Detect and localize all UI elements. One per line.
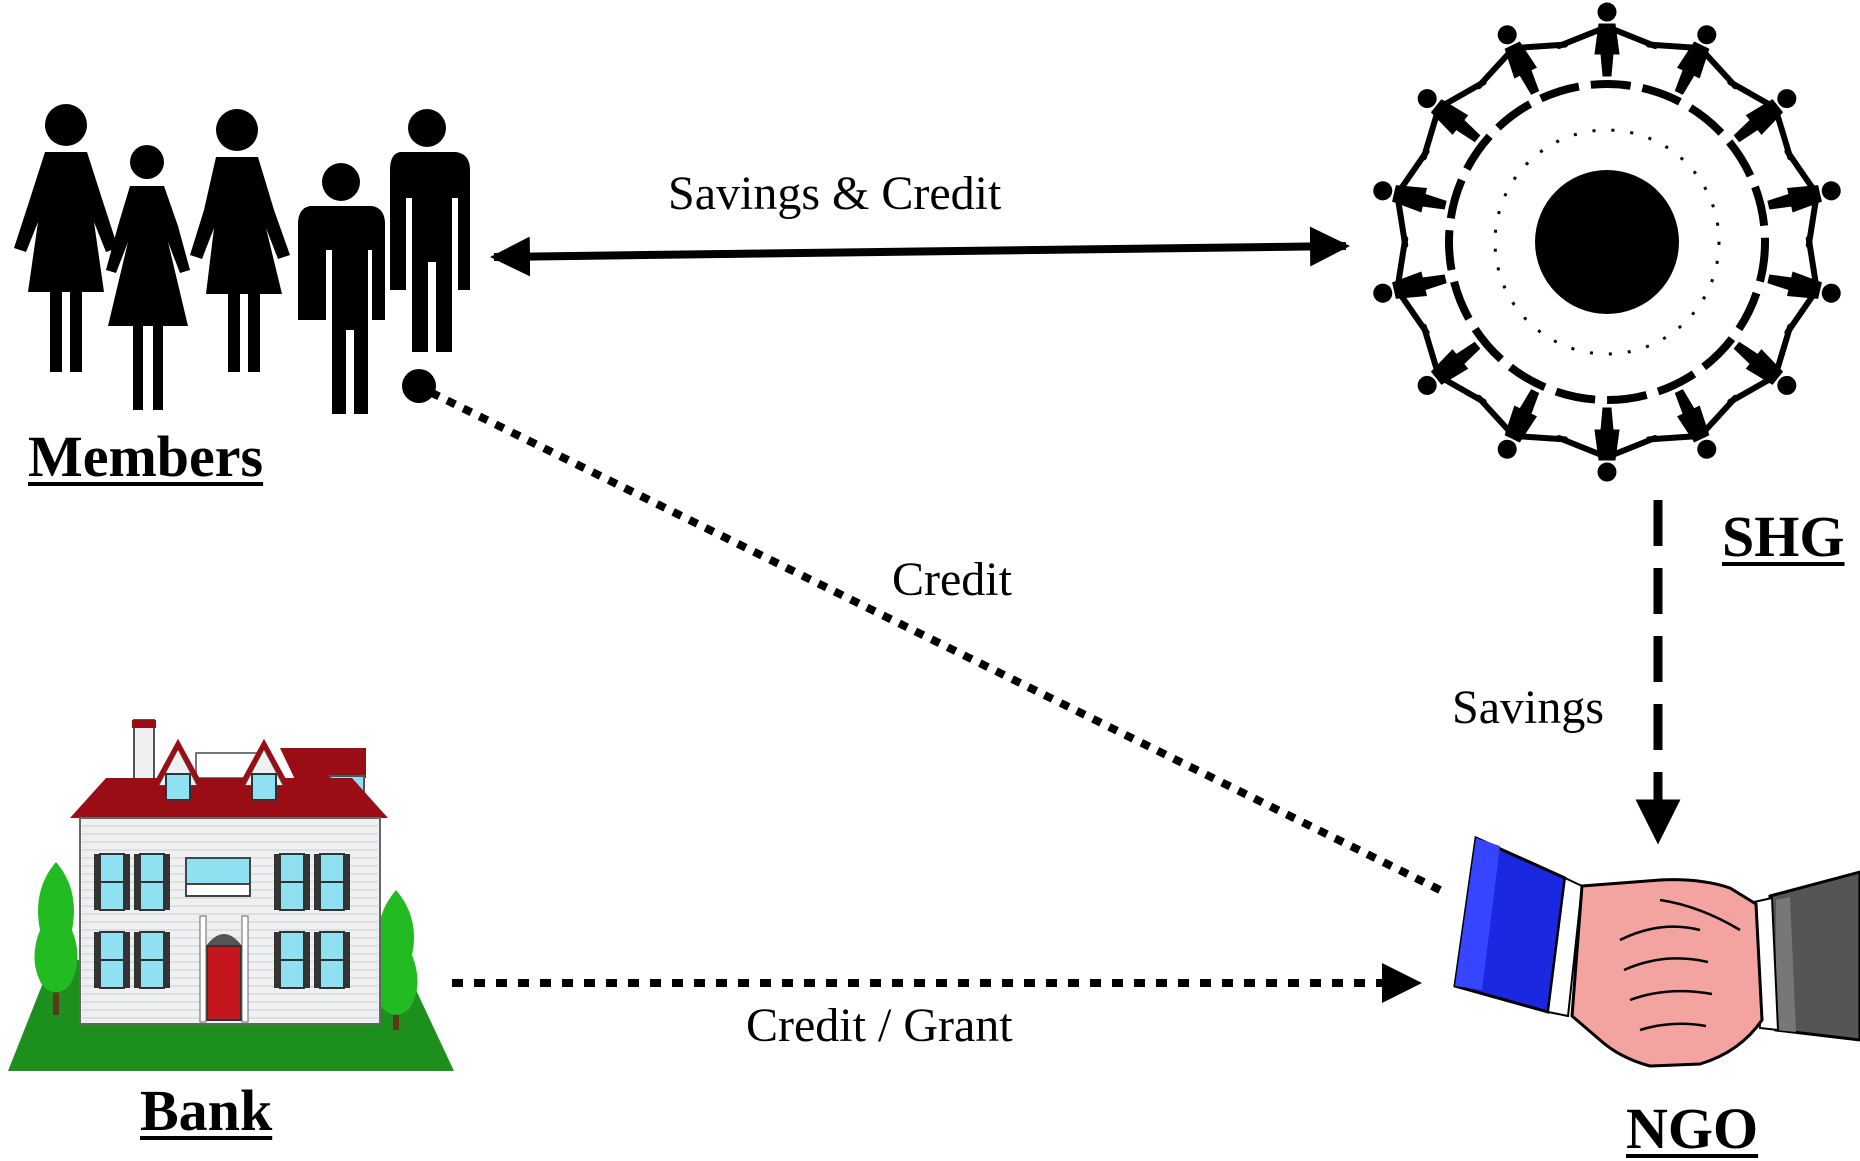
members-icon [14, 104, 470, 414]
shg-person-icon [1767, 235, 1841, 336]
bank-window [94, 854, 100, 910]
bank-window [314, 854, 320, 910]
ngo-label: NGO [1626, 1096, 1759, 1161]
shg-person-icon [1645, 25, 1739, 95]
bank-window [124, 854, 130, 910]
shg-person-icon [1475, 389, 1569, 459]
shg-person-icon [1556, 2, 1658, 77]
bank-label: Bank [140, 1078, 273, 1143]
edge-members-shg [490, 226, 1350, 277]
bank-window [134, 854, 140, 910]
bank-window [164, 932, 170, 988]
bank-window [344, 932, 350, 988]
bank-window [164, 854, 170, 910]
bank-window [344, 854, 350, 910]
shg-person-icon [1475, 25, 1569, 95]
edge-members-shg-label: Savings & Credit [668, 167, 1002, 220]
bank-window [274, 854, 280, 910]
shg-person-icon [1373, 148, 1447, 249]
ngo-icon [1453, 835, 1860, 1068]
shg-label: SHG [1722, 504, 1845, 569]
members-label: Members [28, 424, 264, 489]
edge-ngo-members-arrowhead [402, 369, 436, 403]
edge-ngo-members-label: Credit [892, 553, 1012, 606]
edge-bank-ngo-label: Credit / Grant [746, 999, 1013, 1052]
bank-icon [8, 719, 454, 1071]
bank-window [134, 932, 140, 988]
shg-person-icon [1417, 323, 1487, 405]
bank-window [124, 932, 130, 988]
shg-person-icon [1373, 235, 1447, 336]
shg-person-icon [1767, 148, 1841, 249]
tree-icon [374, 890, 418, 1030]
edge-shg-ngo-label: Savings [1452, 681, 1605, 734]
bank-window [94, 932, 100, 988]
shg-icon [1373, 2, 1841, 482]
bank-window [274, 932, 280, 988]
bank-window [314, 932, 320, 988]
shg-person-icon [1556, 407, 1658, 482]
bank-window [304, 932, 310, 988]
shg-person-icon [1645, 389, 1739, 459]
bank-window [304, 854, 310, 910]
edge-ngo-members [428, 388, 1442, 894]
tree-icon [34, 862, 78, 1015]
